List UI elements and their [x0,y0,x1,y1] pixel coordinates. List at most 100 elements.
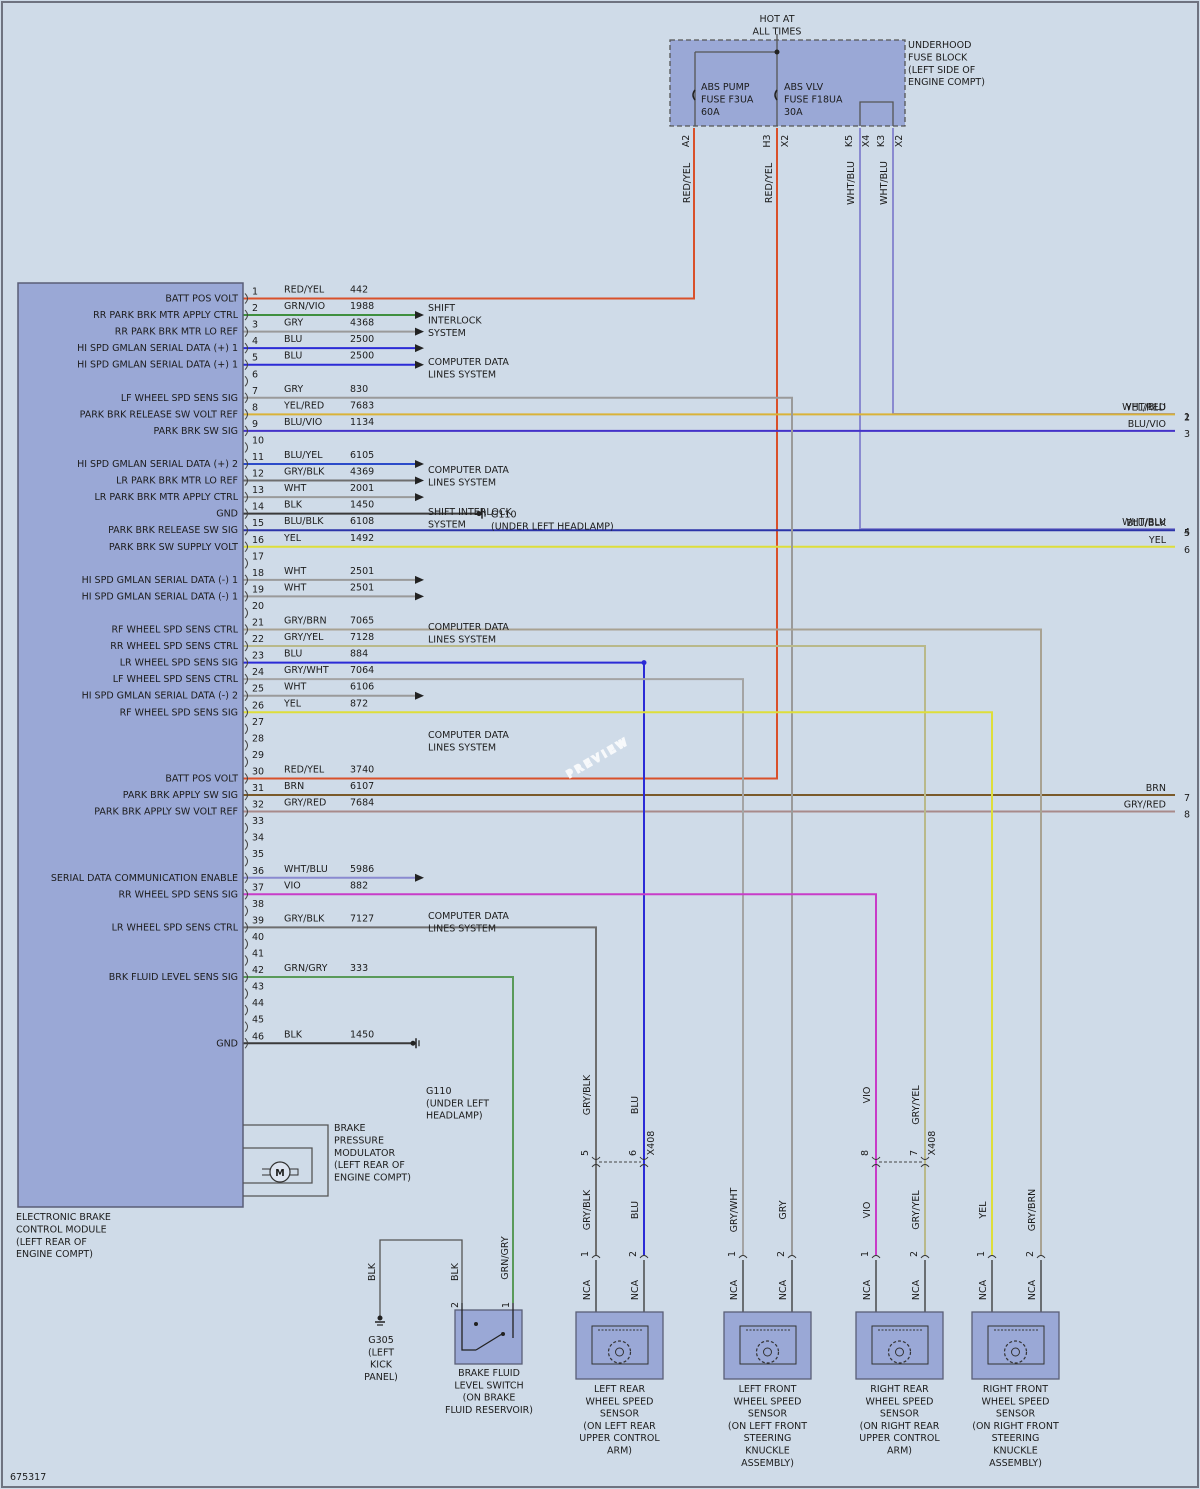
pin-terminal-icon [244,806,248,817]
sensor-label: SENSOR [748,1409,788,1420]
circuit-number: 830 [350,384,368,395]
wire-color-label: BLU [284,649,302,660]
pin-number: 41 [252,949,264,960]
circuit-number: 6105 [350,450,374,461]
pin-number: 30 [252,766,264,777]
destination-label: SYSTEM [428,519,466,530]
nca-label: NCA [729,1279,740,1300]
output-wire-label: WHT/BLU [1122,517,1166,528]
pin-terminal-icon [244,392,248,404]
circuit-number: 6106 [350,682,374,693]
wire-color-label: VIO [284,880,301,891]
fuse-terminal-label: K5 [844,135,855,147]
pin-terminal-icon [244,905,248,917]
sensor-label: RIGHT FRONT [983,1384,1048,1395]
connector-name: X408 [646,1131,657,1156]
splice-dot [641,660,647,666]
sensor-terminal-icon [1036,1255,1046,1259]
wire-color-label: RED/YEL [284,764,325,775]
circuit-number: 2500 [350,351,374,362]
pin-terminal-icon [244,408,248,420]
sensor-pin-label: 2 [909,1251,920,1257]
output-number: 6 [1184,545,1190,556]
wire-color-label: GRY/BLK [284,913,325,924]
sensor-label: ARM) [887,1446,912,1457]
pin-signal-label: HI SPD GMLAN SERIAL DATA (+) 2 [77,459,238,470]
wire-color-label: BLU/VIO [284,417,322,428]
pin-terminal-icon [244,971,248,983]
pin-signal-label: SERIAL DATA COMMUNICATION ENABLE [51,873,238,884]
wire-color-label: WHT [284,582,307,593]
circuit-number: 2501 [350,566,374,577]
hot-at-all-times-label: HOT AT [759,14,794,25]
pin-number: 13 [252,485,264,496]
brake-fluid-switch [454,1309,523,1365]
wire-color-label: BLK [367,1262,378,1281]
circuit-number: 333 [350,963,368,974]
fluid-switch-label: LEVEL SWITCH [454,1380,523,1391]
pin-number: 19 [252,584,264,595]
pin-number: 2 [252,303,258,314]
circuit-number: 3740 [350,764,374,775]
ground-g110-icon [410,1040,416,1046]
sensor-pin-label: 1 [727,1251,738,1257]
sensor-label: WHEEL SPEED [734,1396,802,1407]
destination-label: SYSTEM [428,328,466,339]
pin-signal-label: HI SPD GMLAN SERIAL DATA (+) 1 [77,343,238,354]
wire-pin-42 [243,976,514,1303]
circuit-number: 884 [350,649,368,660]
circuit-number: 1492 [350,533,374,544]
sensor-label: WHEEL SPEED [866,1396,934,1407]
pin-signal-label: HI SPD GMLAN SERIAL DATA (-) 1 [82,575,238,586]
output-wire-label: BRN [1146,783,1166,794]
pin-terminal-icon [244,789,248,801]
wire-color-label: BRN [284,781,304,792]
nca-label: NCA [582,1279,593,1300]
pin-terminal-icon [244,773,248,784]
wire-pin-39 [243,926,597,1255]
ground-label: (LEFT [368,1347,394,1358]
pin-signal-label: RR PARK BRK MTR APPLY CTRL [93,310,239,321]
ground-label: G110 [426,1086,452,1097]
destination-label: COMPUTER DATA [428,911,509,922]
pin-number: 38 [252,899,264,910]
output-wire-label: YEL/RED [1125,402,1166,413]
pin-signal-label: RR PARK BRK MTR LO REF [115,327,238,338]
pin-signal-label: HI SPD GMLAN SERIAL DATA (-) 2 [82,691,238,702]
pin-terminal-icon [244,938,248,950]
wire-pin-26 [243,711,993,1255]
pin-terminal-icon [244,491,248,503]
pin-signal-label: GND [216,509,238,520]
ebcm-label: ELECTRONIC BRAKE [16,1212,111,1223]
pin-signal-label: BATT POS VOLT [165,773,238,784]
pin-number: 22 [252,634,264,645]
wire-pin-7 [243,396,793,1255]
sensor-label: WHEEL SPEED [586,1396,654,1407]
pin-terminal-icon [244,839,248,851]
wire-color-label: GRY/RED [284,798,326,809]
pin-number: 17 [252,551,264,562]
modulator-label: ENGINE COMPT) [334,1173,411,1184]
fuse-block-label: UNDERHOOD [908,40,971,51]
output-number: 1 [1184,412,1190,423]
fuse-terminal-label: K3 [876,135,887,147]
destination-label: COMPUTER DATA [428,465,509,476]
sensor-label: SENSOR [880,1409,920,1420]
circuit-number: 7128 [350,632,374,643]
circuit-number: 7684 [350,798,374,809]
component-layer [17,34,1060,1380]
sensor-label: SENSOR [600,1409,640,1420]
ground-label: G110 [491,510,517,521]
nca-label: NCA [630,1279,641,1300]
circuit-number: 7683 [350,400,374,411]
connector-terminal-icon [591,1156,601,1168]
fluid-switch-label: FLUID RESERVOIR) [445,1405,533,1416]
pin-number: 5 [252,353,258,364]
pin-terminal-icon [244,541,248,553]
circuit-number: 7064 [350,665,374,676]
circuit-number: 442 [350,285,368,296]
sensor-pin-label: 1 [976,1251,987,1257]
nca-label: NCA [1027,1279,1038,1300]
pin-number: 40 [252,932,264,943]
wire-color-label: BLU/YEL [284,450,323,461]
